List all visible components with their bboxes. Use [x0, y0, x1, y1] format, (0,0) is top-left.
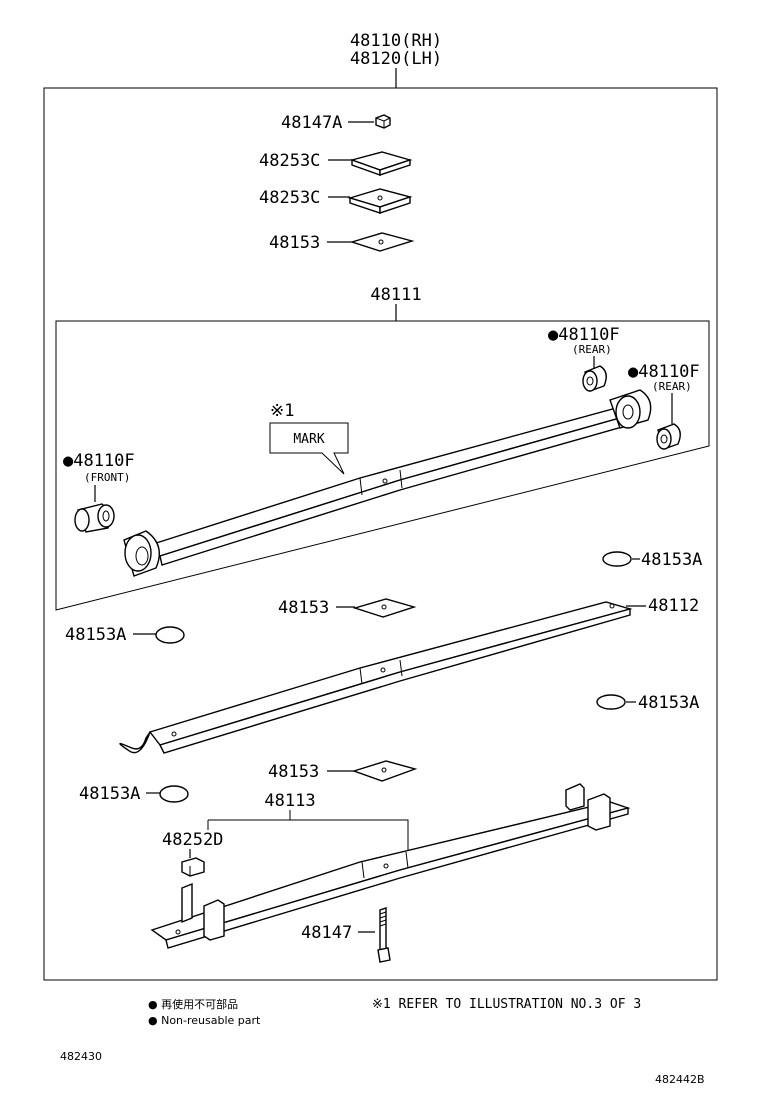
bushing-rear-2 — [656, 423, 681, 450]
clip-48252d — [181, 857, 205, 877]
plate-48153-mid — [352, 598, 417, 618]
assembly-number-rh: 48110(RH) — [350, 31, 442, 51]
label-48111: 48111 — [370, 285, 421, 305]
main-leaf-48111 — [123, 389, 652, 577]
leader-48113 — [207, 810, 409, 852]
label-48147: 48147 — [301, 923, 352, 943]
bolt-48147 — [377, 907, 391, 963]
label-48153-top: 48153 — [269, 233, 320, 253]
mark-label: MARK — [293, 432, 324, 447]
label-front: (FRONT) — [84, 471, 130, 484]
plate-48153-low — [351, 760, 418, 782]
pad-48153a-1 — [602, 551, 632, 567]
nut-48147a — [375, 114, 391, 129]
assembly-number-lh: 48120(LH) — [350, 49, 442, 69]
third-leaf-48113 — [150, 783, 631, 949]
legend-en: ● Non-reusable part — [148, 1014, 261, 1027]
label-48153-low: 48153 — [268, 762, 319, 782]
assembly-frame — [43, 87, 718, 981]
label-48153-mid: 48153 — [278, 598, 329, 618]
label-48153a-2: 48153A — [65, 625, 126, 645]
code-left: 482430 — [60, 1050, 102, 1063]
plate-48253c-1 — [349, 151, 413, 176]
label-rear-1: (REAR) — [572, 343, 612, 356]
label-48253c-1: 48253C — [259, 151, 320, 171]
bushing-rear-1 — [582, 365, 607, 392]
reference-note: ※1 REFER TO ILLUSTRATION NO.3 OF 3 — [372, 997, 641, 1012]
label-48110f-front: ●48110F — [63, 451, 135, 471]
label-48147a: 48147A — [281, 113, 342, 133]
label-rear-2: (REAR) — [652, 380, 692, 393]
legend-jp: ● 再使用不可部品 — [148, 997, 238, 1011]
label-48153a-1: 48153A — [641, 550, 702, 570]
main-leaf-subframe — [55, 320, 710, 611]
label-48252d: 48252D — [162, 830, 223, 850]
second-leaf-48112 — [119, 601, 633, 754]
mark-callout — [269, 422, 349, 475]
label-48110f-rear-2: ●48110F — [628, 362, 700, 382]
plate-48153-top — [349, 232, 415, 252]
label-48153a-4: 48153A — [79, 784, 140, 804]
pad-48153a-4 — [159, 785, 189, 803]
label-48153a-3: 48153A — [638, 693, 699, 713]
label-48112: 48112 — [648, 596, 699, 616]
pad-48153a-3 — [596, 694, 626, 710]
plate-48253c-2 — [347, 188, 413, 214]
label-48110f-rear-1: ●48110F — [548, 325, 620, 345]
code-right: 482442B — [655, 1073, 705, 1086]
pad-48153a-2 — [155, 626, 185, 644]
bushing-front — [74, 503, 115, 533]
label-48113: 48113 — [264, 791, 315, 811]
mark-reference: ※1 — [270, 401, 294, 421]
label-48253c-2: 48253C — [259, 188, 320, 208]
